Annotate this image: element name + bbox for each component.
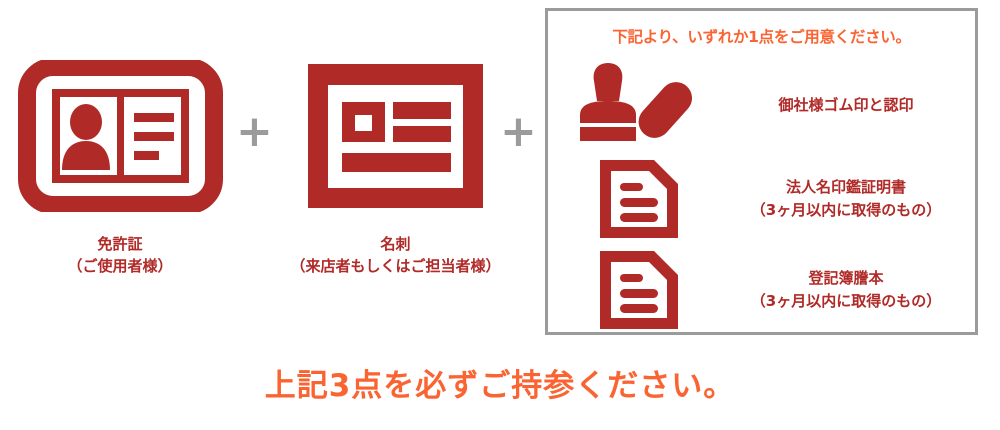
option-subtitle: （3ヶ月以内に取得のもの） [750, 291, 942, 310]
option-row-registry-transcript: 登記簿謄本 （3ヶ月以内に取得のもの） [548, 247, 975, 332]
options-panel-heading: 下記より、いずれか1点をご用意ください。 [612, 28, 911, 46]
option-row-seal-certificate: 法人名印鑑証明書 （3ヶ月以内に取得のもの） [548, 156, 975, 241]
plus-separator-1: + [236, 110, 273, 154]
plus-separator-2: + [500, 110, 537, 154]
option-label: 御社様ゴム印と認印 [723, 94, 975, 117]
option-title: 登記簿謄本 [808, 269, 884, 287]
item-subtitle: （来店者もしくはご担当者様） [290, 256, 501, 275]
plus-icon: + [236, 106, 273, 157]
option-label: 法人名印鑑証明書 （3ヶ月以内に取得のもの） [723, 176, 975, 221]
option-label: 登記簿謄本 （3ヶ月以内に取得のもの） [723, 267, 975, 312]
option-row-company-stamp: 御社様ゴム印と認印 [548, 59, 975, 151]
item-title: 免許証 [97, 235, 143, 253]
item-caption: 名刺 （来店者もしくはご担当者様） [290, 234, 500, 278]
required-item-business-card: 名刺 （来店者もしくはご担当者様） [288, 60, 503, 278]
option-title: 法人名印鑑証明書 [785, 178, 906, 196]
document-icon [548, 247, 723, 332]
rubber-stamp-and-seal-icon [548, 59, 723, 151]
item-subtitle: （ご使用者様） [67, 256, 173, 275]
options-panel: 下記より、いずれか1点をご用意ください。 御社様ゴム印と認印 [545, 8, 978, 335]
document-icon [548, 156, 723, 241]
footer-note: 上記3点を必ずご持参ください。 [264, 368, 736, 404]
item-caption: 免許証 （ご使用者様） [67, 234, 172, 278]
plus-icon: + [500, 106, 537, 157]
item-title: 名刺 [380, 235, 411, 253]
id-card-icon [17, 60, 223, 212]
business-card-icon [296, 60, 496, 212]
option-subtitle: （3ヶ月以内に取得のもの） [750, 200, 942, 219]
option-title: 御社様ゴム印と認印 [778, 95, 914, 114]
required-item-drivers-license: 免許証 （ご使用者様） [10, 60, 230, 278]
